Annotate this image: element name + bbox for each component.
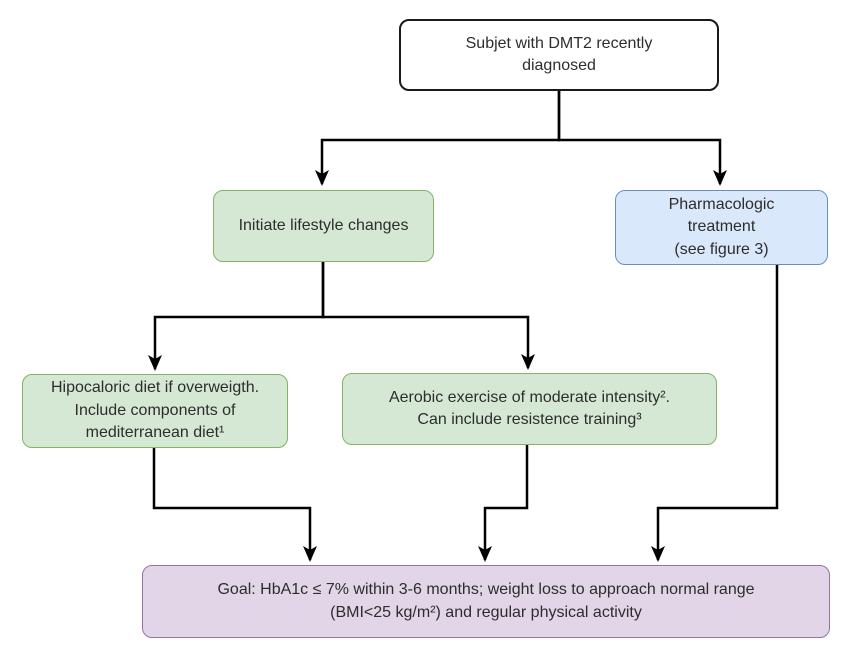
edge-start-to-pharma — [557, 91, 727, 186]
node-label: Initiate lifestyle changes — [238, 216, 409, 234]
node-hipocaloric-diet: Hipocaloric diet if overweigth. Include … — [22, 374, 288, 448]
node-subject-dmt2-diagnosed: Subjet with DMT2 recently diagnosed — [399, 19, 719, 91]
edge-start-to-lifestyle — [315, 91, 561, 186]
edge-lifestyle-to-diet — [148, 262, 325, 371]
node-goal-hba1c: Goal: HbA1c ≤ 7% within 3-6 months; weig… — [142, 565, 830, 638]
node-pharmacologic-treatment: Pharmacologic treatment (see figure 3) — [615, 190, 828, 265]
edge-diet-to-goal — [152, 448, 317, 562]
node-label: Aerobic exercise of moderate intensity².… — [388, 388, 670, 428]
node-label: Hipocaloric diet if overweigth. Include … — [50, 379, 260, 442]
node-label: Goal: HbA1c ≤ 7% within 3-6 months; weig… — [217, 581, 755, 621]
node-label: Pharmacologic treatment (see figure 3) — [668, 195, 775, 258]
node-label: Subjet with DMT2 recently diagnosed — [465, 34, 653, 74]
edge-exercise-to-goal — [478, 445, 529, 562]
edge-lifestyle-to-exercise — [321, 262, 535, 370]
node-aerobic-exercise: Aerobic exercise of moderate intensity².… — [342, 373, 717, 445]
node-initiate-lifestyle-changes: Initiate lifestyle changes — [213, 190, 434, 262]
